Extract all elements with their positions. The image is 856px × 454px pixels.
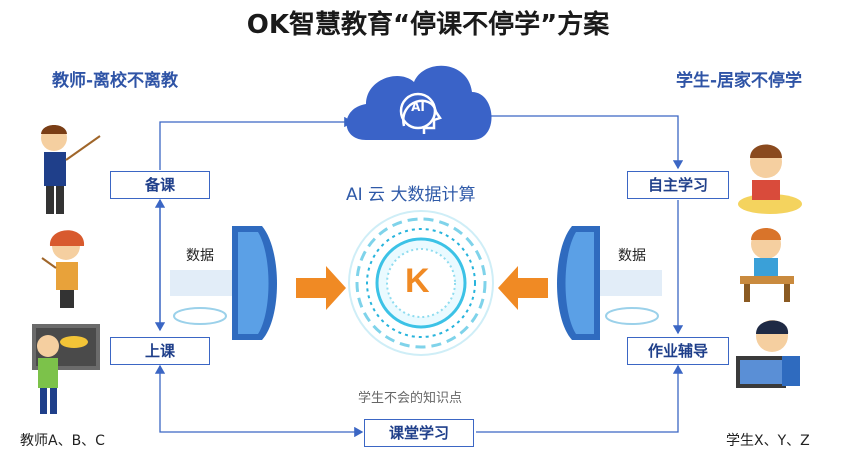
cloud-badge: AI (411, 100, 425, 114)
orange-arrows (296, 266, 548, 310)
right-data-device-icon (557, 226, 662, 340)
student-3-icon (736, 320, 800, 388)
classroom-learning-box: 课堂学习 (364, 419, 474, 447)
ai-cloud-icon (346, 65, 492, 140)
data-label-left: 数据 (186, 248, 214, 264)
data-label-right: 数据 (618, 248, 646, 264)
left-data-device-icon (170, 226, 277, 340)
teacher-3-icon (32, 324, 100, 414)
ok-logo-icon (348, 210, 494, 356)
center-label: AI 云 大数据计算 (346, 185, 476, 205)
teachers-caption: 教师A、B、C (20, 433, 105, 449)
student-heading: 学生-居家不停学 (676, 71, 803, 91)
page-title: OK智慧教育“停课不停学”方案 (246, 10, 610, 40)
student-1-icon (738, 144, 802, 214)
students-caption: 学生X、Y、Z (726, 433, 810, 449)
teacher-heading: 教师-离校不离教 (52, 71, 179, 91)
teach-class-box: 上课 (110, 337, 210, 365)
self-study-box: 自主学习 (627, 171, 729, 199)
student-2-icon (740, 228, 794, 302)
unknown-points-label: 学生不会的知识点 (358, 391, 463, 406)
logo-letter: K (405, 262, 430, 300)
teacher-2-icon (41, 230, 85, 308)
homework-box: 作业辅导 (627, 337, 729, 365)
prepare-lesson-box: 备课 (110, 171, 210, 199)
teacher-1-icon (41, 125, 101, 214)
